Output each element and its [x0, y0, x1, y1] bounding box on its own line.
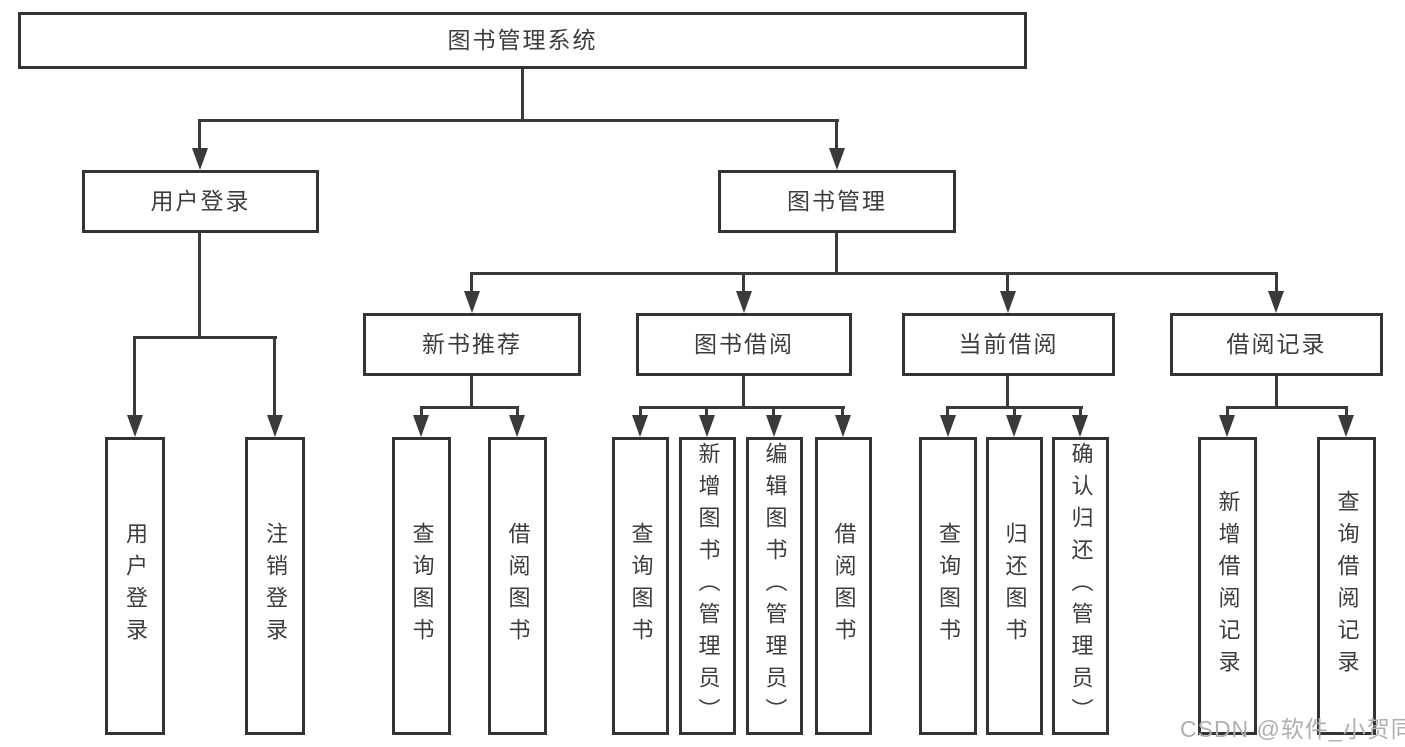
leaf-label: 查询借阅记录 [1334, 490, 1360, 682]
connector-line [470, 376, 473, 409]
node-user-login: 用户登录 [82, 170, 319, 233]
leaf-return-book: 归还图书 [986, 437, 1043, 735]
node-library-system: 图书管理系统 [18, 12, 1027, 69]
connector-line [420, 406, 519, 409]
connector-line [470, 272, 473, 293]
node-book-management: 图书管理 [718, 170, 956, 233]
leaf-label: 新增图书（管理员） [695, 442, 721, 730]
connector-line [133, 336, 136, 417]
connector-line [639, 406, 642, 418]
connector-line [1006, 376, 1009, 409]
arrowhead-down-icon [413, 415, 429, 437]
leaf-label: 查询图书 [936, 522, 961, 650]
node-current-borrowing: 当前借阅 [902, 313, 1115, 376]
leaf-query-book-current: 查询图书 [919, 437, 977, 735]
connector-line [835, 233, 838, 275]
leaf-label: 查询图书 [409, 522, 435, 650]
leaf-label: 新增借阅记录 [1215, 490, 1241, 682]
leaf-query-borrow-record: 查询借阅记录 [1317, 437, 1376, 735]
connector-line [1013, 406, 1016, 418]
connector-line [273, 336, 276, 417]
connector-line [835, 119, 838, 150]
arrowhead-down-icon [464, 291, 480, 313]
leaf-query-book-borrowing: 查询图书 [612, 437, 669, 735]
node-label: 新书推荐 [422, 330, 522, 357]
connector-line [1275, 272, 1278, 293]
connector-line [1226, 406, 1229, 418]
arrowhead-down-icon [940, 415, 956, 437]
connector-line [521, 68, 524, 122]
leaf-label: 编辑图书（管理员） [762, 442, 788, 730]
connector-line [198, 119, 201, 150]
connector-line [742, 272, 745, 293]
leaf-label: 注销登录 [263, 522, 288, 650]
arrowhead-down-icon [1072, 415, 1088, 437]
connector-line [198, 233, 201, 339]
node-label: 图书借阅 [694, 330, 794, 357]
arrowhead-down-icon [632, 415, 648, 437]
node-book-borrowing: 图书借阅 [636, 313, 852, 376]
leaf-edit-book-admin: 编辑图书（管理员） [746, 437, 803, 735]
leaf-logout: 注销登录 [245, 437, 305, 735]
leaf-confirm-return-admin: 确认归还（管理员） [1052, 437, 1109, 735]
leaf-user-login: 用户登录 [105, 437, 165, 735]
node-borrowing-records: 借阅记录 [1170, 313, 1383, 376]
arrowhead-down-icon [835, 415, 851, 437]
leaf-label: 用户登录 [123, 522, 148, 650]
leaf-add-borrow-record: 新增借阅记录 [1198, 437, 1257, 735]
leaf-label: 确认归还（管理员） [1068, 442, 1094, 730]
arrowhead-down-icon [736, 291, 752, 313]
arrowhead-down-icon [1219, 415, 1235, 437]
connector-line [772, 406, 775, 418]
node-label: 图书管理系统 [447, 26, 598, 53]
connector-line [198, 119, 839, 122]
arrowhead-down-icon [1000, 291, 1016, 313]
connector-line [1006, 272, 1009, 293]
connector-line [841, 406, 844, 418]
connector-line [516, 406, 519, 418]
arrowhead-down-icon [509, 415, 525, 437]
connector-line [742, 376, 745, 409]
leaf-label: 归还图书 [1002, 522, 1028, 650]
connector-line [1079, 406, 1082, 418]
leaf-label: 查询图书 [628, 522, 654, 650]
connector-line [705, 406, 708, 418]
node-label: 用户登录 [150, 187, 251, 214]
arrowhead-down-icon [699, 415, 715, 437]
leaf-add-book-admin: 新增图书（管理员） [679, 437, 736, 735]
node-label: 图书管理 [787, 187, 887, 214]
leaf-borrow-book-borrowing: 借阅图书 [815, 437, 872, 735]
arrowhead-down-icon [1006, 415, 1022, 437]
node-new-book-recommend: 新书推荐 [363, 313, 581, 376]
leaf-label: 借阅图书 [505, 522, 531, 650]
arrowhead-down-icon [1338, 415, 1354, 437]
connector-line [470, 272, 1278, 275]
node-label: 借阅记录 [1226, 330, 1327, 357]
leaf-query-book-recommend: 查询图书 [392, 437, 451, 735]
leaf-borrow-book-recommend: 借阅图书 [488, 437, 547, 735]
node-label: 当前借阅 [958, 330, 1059, 357]
connector-line [1226, 406, 1348, 409]
arrowhead-down-icon [1268, 291, 1284, 313]
connector-line [639, 406, 845, 409]
connector-line [1275, 376, 1278, 409]
arrowhead-down-icon [267, 415, 283, 437]
arrowhead-down-icon [829, 148, 845, 170]
leaf-label: 借阅图书 [831, 522, 857, 650]
arrowhead-down-icon [192, 148, 208, 170]
connector-line [420, 406, 423, 418]
csdn-watermark: CSDN @软件_小贺同学 [1180, 716, 1405, 742]
connector-line [1345, 406, 1348, 418]
connector-line [133, 336, 277, 339]
connector-line [946, 406, 949, 418]
arrowhead-down-icon [766, 415, 782, 437]
arrowhead-down-icon [127, 415, 143, 437]
